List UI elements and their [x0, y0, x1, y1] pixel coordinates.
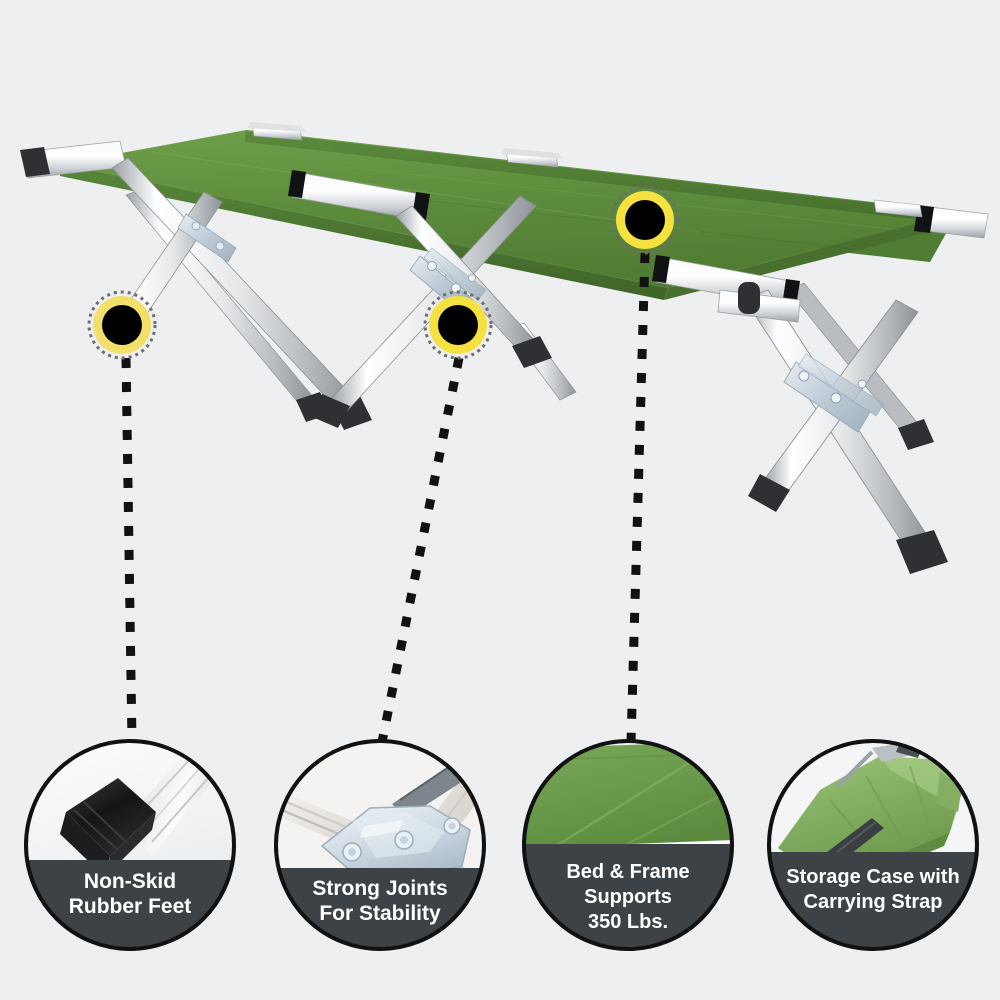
- leg-assembly-right: [717, 282, 948, 574]
- callout-marker-1[interactable]: [87, 290, 157, 360]
- leader-line-3: [626, 252, 650, 743]
- callout-marker-2[interactable]: [423, 290, 493, 360]
- feature-circle-bed-and-frame-supports[interactable]: Bed & Frame Supports 350 Lbs.: [522, 739, 734, 952]
- callout-marker-3[interactable]: [610, 185, 680, 255]
- leader-line-1: [121, 357, 137, 743]
- feature-label-3-line-1: Bed & Frame: [566, 861, 689, 883]
- feature-label-2-line-2: For Stability: [319, 902, 441, 925]
- feature-circle-strong-joints-for-stability[interactable]: Strong Joints For Stability: [274, 739, 498, 960]
- leader-line-2: [377, 357, 464, 743]
- feature-label-3-line-2: Supports: [584, 886, 672, 908]
- feature-label-2-line-1: Strong Joints: [312, 877, 447, 900]
- callout-group: [87, 185, 680, 743]
- feature-label-4-line-2: Carrying Strap: [804, 891, 943, 913]
- feature-circle-storage-case-carrying-strap[interactable]: Storage Case with Carrying Strap: [767, 739, 979, 952]
- feature-label-1-line-1: Non-Skid: [84, 870, 176, 893]
- feature-label-3-line-3: 350 Lbs.: [588, 911, 668, 933]
- feature-label-4-line-1: Storage Case with: [786, 866, 959, 888]
- leg-assembly-left: [100, 157, 372, 430]
- feature-label-1-line-2: Rubber Feet: [69, 895, 192, 918]
